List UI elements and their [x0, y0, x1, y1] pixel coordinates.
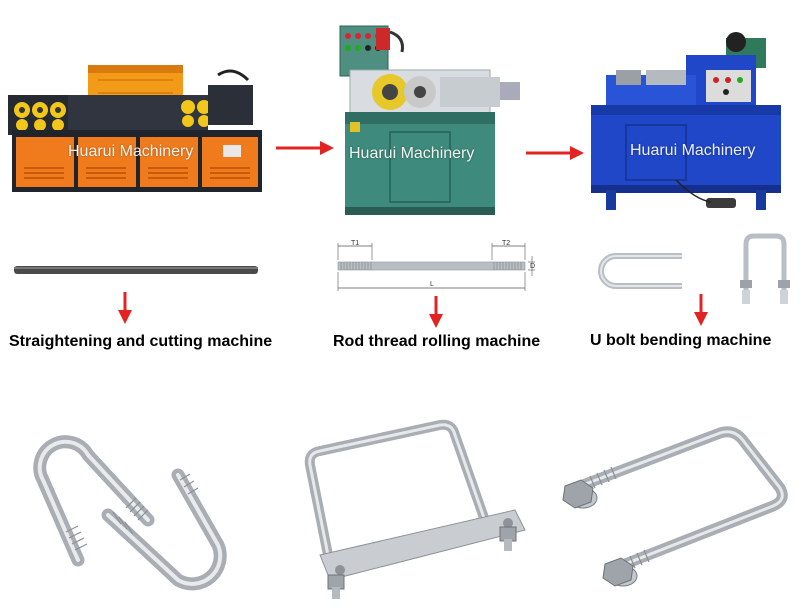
u-bolt-square-small-image: [734, 230, 794, 311]
caption-straightening-cutting: Straightening and cutting machine: [9, 333, 273, 350]
dim-t2-label: T2: [502, 240, 510, 247]
down-arrow-icon: [427, 296, 445, 333]
threaded-rod-drawing: T1 T2 D L: [332, 238, 542, 299]
u-bolt-bending-machine-photo: Huarui Machinery: [586, 30, 791, 216]
caption-thread-rolling: Rod thread rolling machine: [333, 333, 541, 350]
down-arrow-icon: [116, 292, 134, 329]
u-bolt-round-small-image: [594, 248, 686, 299]
caption-u-bolt-bending: U bolt bending machine: [590, 332, 772, 349]
right-arrow-icon: [276, 139, 334, 162]
brand-watermark: Huarui Machinery: [630, 142, 756, 159]
square-u-bolt-plate-image: [300, 415, 535, 605]
dim-t1-label: T1: [351, 240, 359, 247]
thread-rolling-machine-photo: Huarui Machinery: [330, 22, 525, 220]
brand-watermark: Huarui Machinery: [349, 145, 475, 162]
dim-l-label: L: [430, 281, 434, 288]
straight-rod-image: [14, 263, 258, 281]
straightening-machine-photo: Huarui Machinery: [8, 55, 270, 197]
long-square-u-bolt-image: [555, 418, 795, 603]
brand-watermark: Huarui Machinery: [68, 143, 194, 160]
dim-d-label: D: [530, 263, 535, 270]
down-arrow-icon: [692, 294, 710, 331]
right-arrow-icon: [526, 144, 584, 167]
round-u-bolts-image: [18, 420, 243, 600]
